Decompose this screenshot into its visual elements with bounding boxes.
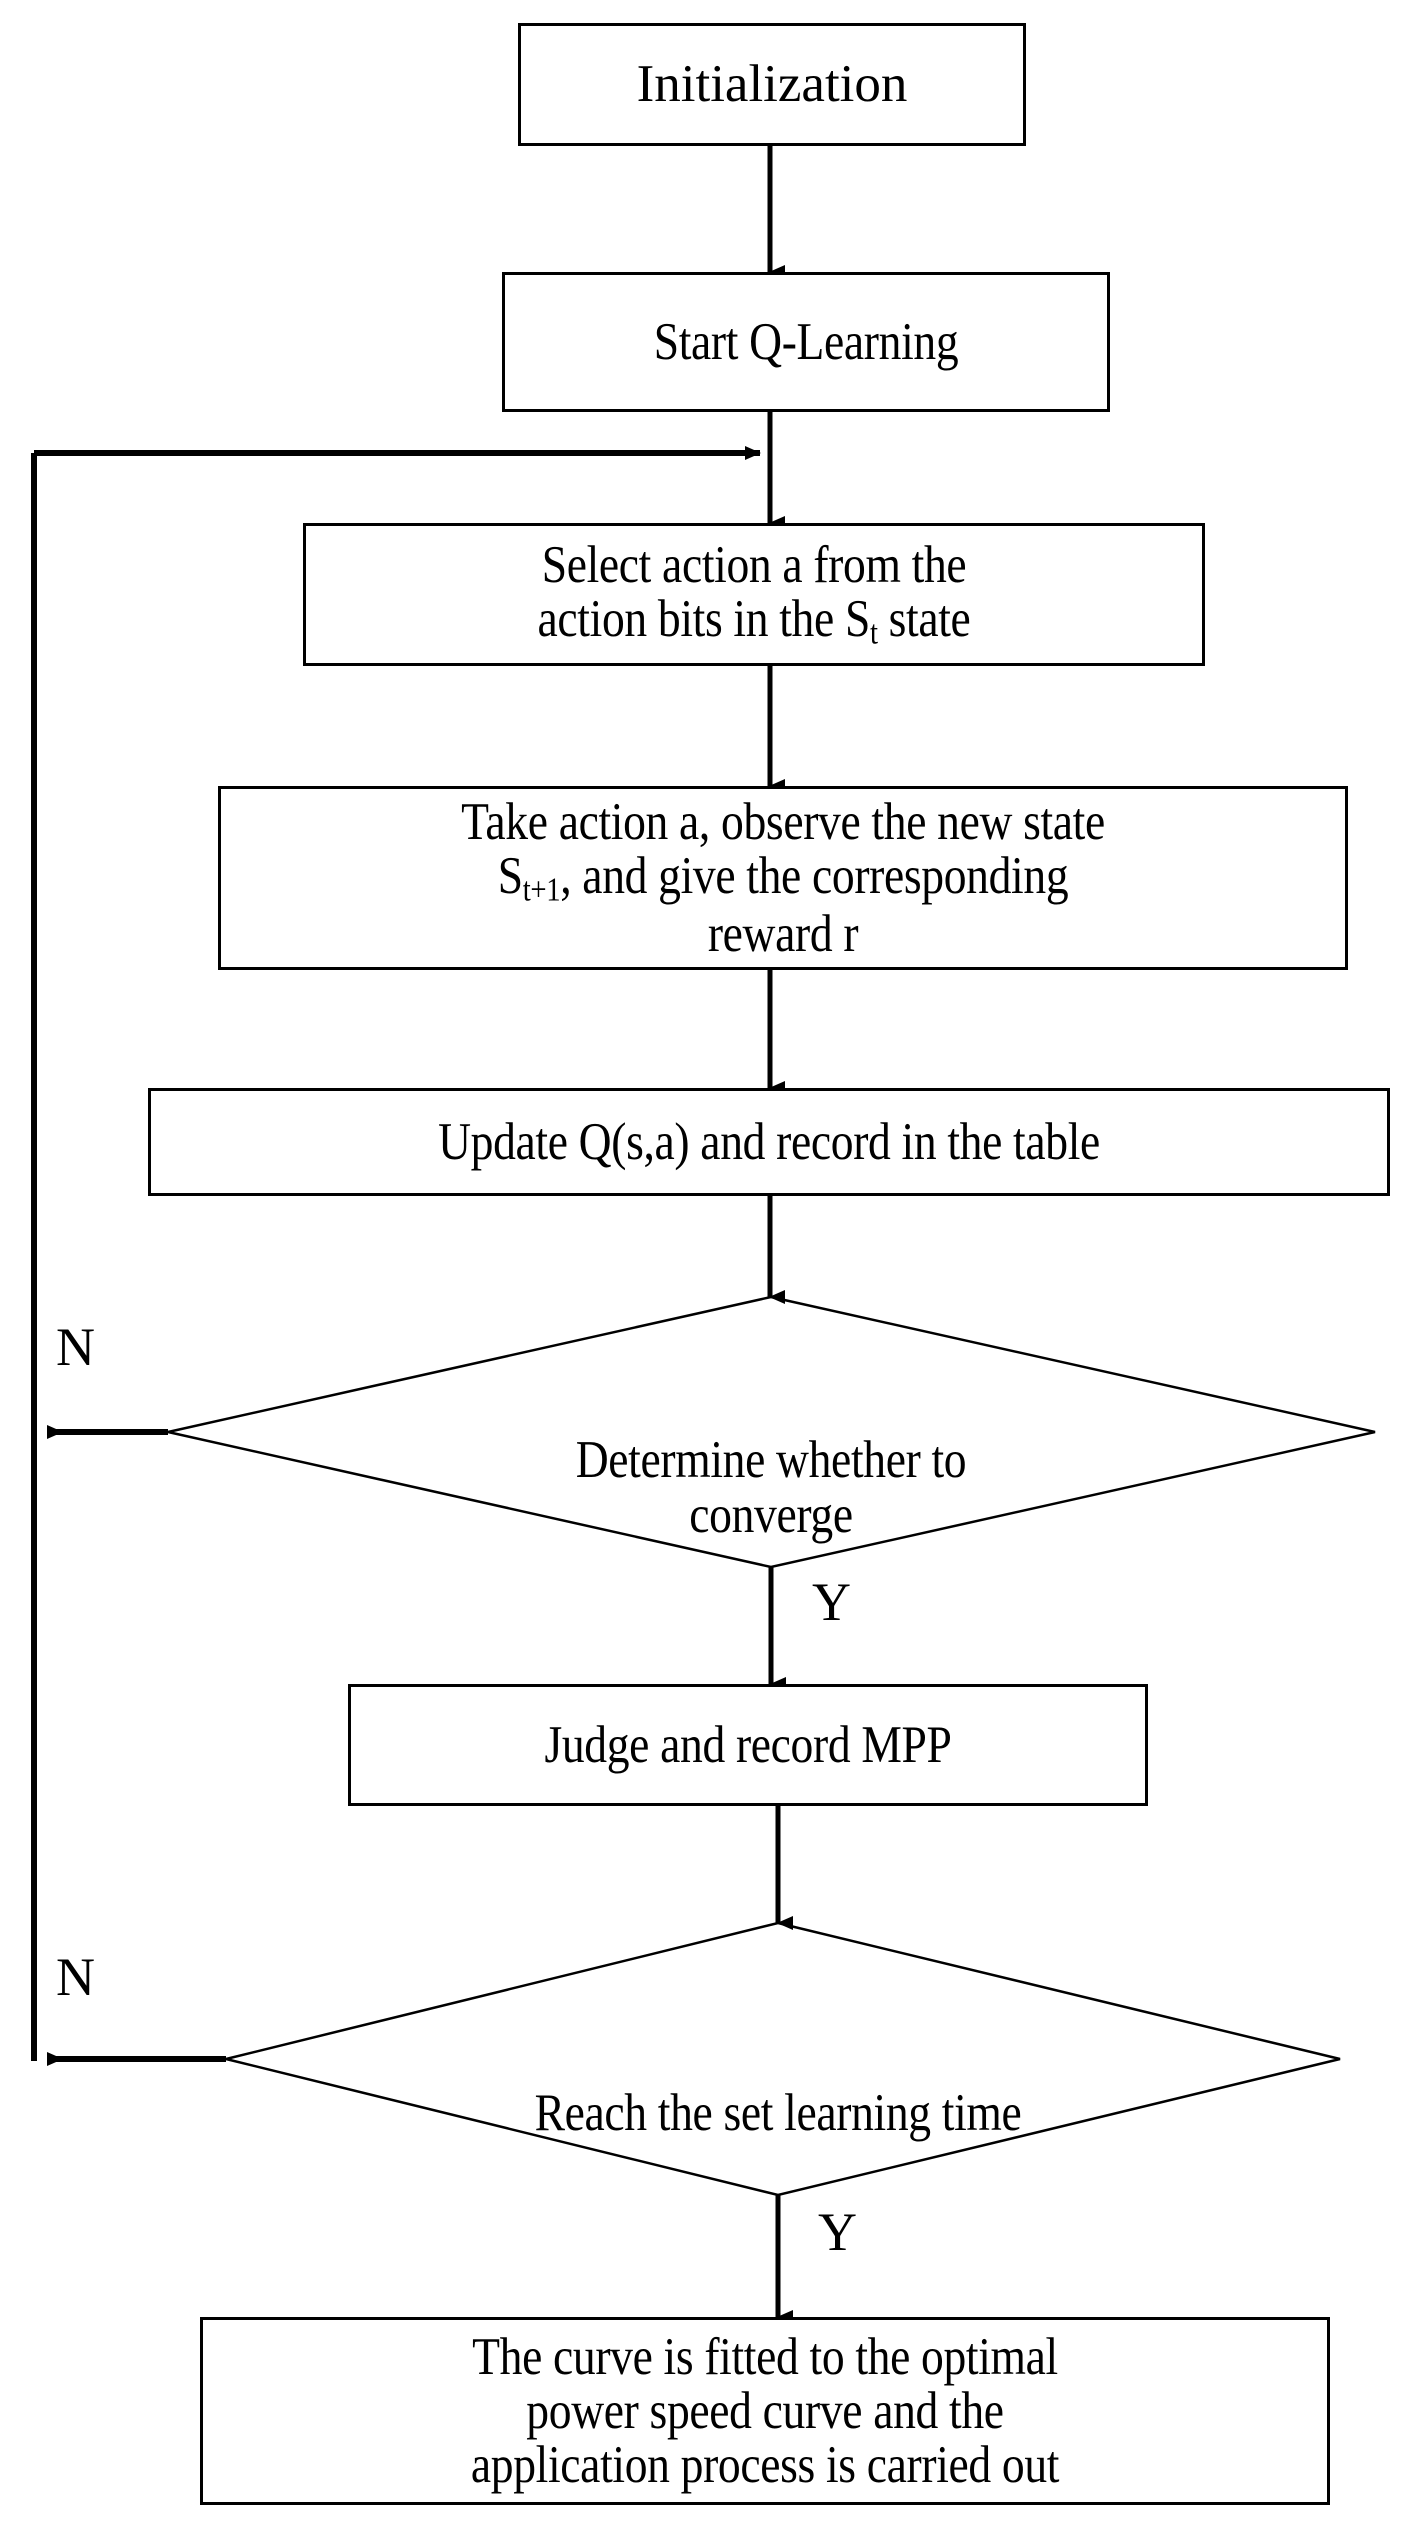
node-initialization[interactable]: Initialization (518, 23, 1026, 146)
select-action-line-2-post: state (877, 590, 971, 649)
node-judge-mpp-label: Judge and record MPP (544, 1715, 952, 1774)
node-fit-curve-label: The curve is fitted to the optimal power… (470, 2327, 1060, 2495)
take-action-line-2-post: , and give the corresponding (560, 846, 1069, 905)
take-action-line-3: reward r (707, 905, 859, 964)
node-determine-converge-label: Determine whether to converge (575, 1430, 967, 1545)
node-determine-converge[interactable]: Determine whether to converge (427, 1377, 1115, 1544)
node-start-q-learning[interactable]: Start Q-Learning (502, 272, 1110, 412)
node-reach-learning-time-label: Reach the set learning time (534, 2083, 1022, 2142)
branch-label-learning-time-yes-text: Y (818, 2202, 857, 2262)
select-action-line-2-pre: action bits in the S (537, 590, 871, 649)
node-reach-learning-time[interactable]: Reach the set learning time (391, 2030, 1165, 2141)
branch-label-converge-yes: Y (812, 1575, 851, 1629)
take-action-line-1: Take action a, observe the new state (461, 792, 1105, 851)
node-start-q-learning-label: Start Q-Learning (653, 312, 959, 371)
branch-label-converge-no: N (56, 1320, 95, 1374)
branch-label-learning-time-yes: Y (818, 2205, 857, 2259)
take-action-line-2-pre: S (497, 846, 523, 905)
node-initialization-label: Initialization (636, 55, 908, 114)
take-action-subscript: t+1 (522, 871, 561, 909)
select-action-line-1: Select action a from the (541, 536, 967, 595)
branch-label-learning-time-no: N (56, 1950, 95, 2004)
node-judge-mpp[interactable]: Judge and record MPP (348, 1684, 1148, 1806)
branch-label-converge-yes-text: Y (812, 1572, 851, 1632)
branch-label-converge-no-text: N (56, 1317, 95, 1377)
node-update-q-label: Update Q(s,a) and record in the table (438, 1112, 1100, 1171)
node-fit-curve[interactable]: The curve is fitted to the optimal power… (200, 2317, 1330, 2505)
branch-label-learning-time-no-text: N (56, 1947, 95, 2007)
select-action-subscript: t (869, 614, 878, 652)
node-update-q[interactable]: Update Q(s,a) and record in the table (148, 1088, 1390, 1196)
